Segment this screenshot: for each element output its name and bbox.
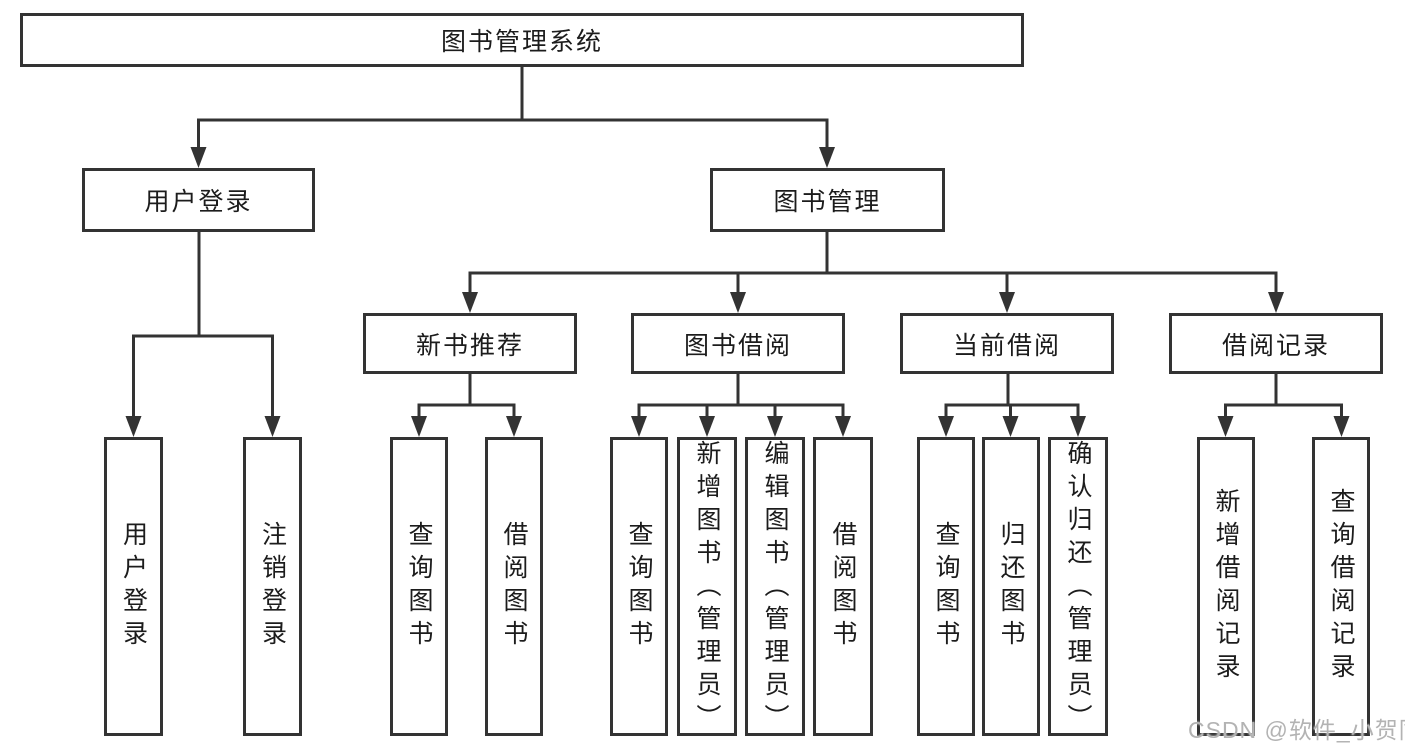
root-node-library-system: 图书管理系统: [20, 13, 1024, 67]
leaf-borrow-books-recommend: 借阅图书: [485, 437, 543, 736]
watermark: CSDN @软件_小贺同学: [1188, 717, 1405, 743]
node-current-borrow: 当前借阅: [900, 313, 1114, 374]
leaf-edit-books-admin: 编辑图书（管理员）: [745, 437, 805, 737]
leaf-confirm-return-admin: 确认归还（管理员）: [1048, 437, 1108, 737]
leaf-query-books-recommend: 查询图书: [390, 437, 448, 736]
leaf-add-books-admin: 新增图书（管理员）: [677, 437, 737, 737]
leaf-query-books-borrow: 查询图书: [610, 437, 668, 736]
leaf-query-borrow-record: 查询借阅记录: [1312, 437, 1370, 736]
node-user-login: 用户登录: [82, 168, 315, 232]
leaf-borrow-books: 借阅图书: [813, 437, 873, 736]
leaf-logout: 注销登录: [243, 437, 302, 736]
arrowhead-icons: [125, 147, 1350, 437]
node-book-management: 图书管理: [710, 168, 945, 232]
leaf-user-login: 用户登录: [104, 437, 163, 736]
leaf-return-books: 归还图书: [982, 437, 1040, 736]
node-new-book-recommend: 新书推荐: [363, 313, 577, 374]
leaf-add-borrow-record: 新增借阅记录: [1197, 437, 1255, 736]
node-book-borrow: 图书借阅: [631, 313, 845, 374]
node-borrow-records: 借阅记录: [1169, 313, 1383, 374]
leaf-query-books-current: 查询图书: [917, 437, 975, 736]
